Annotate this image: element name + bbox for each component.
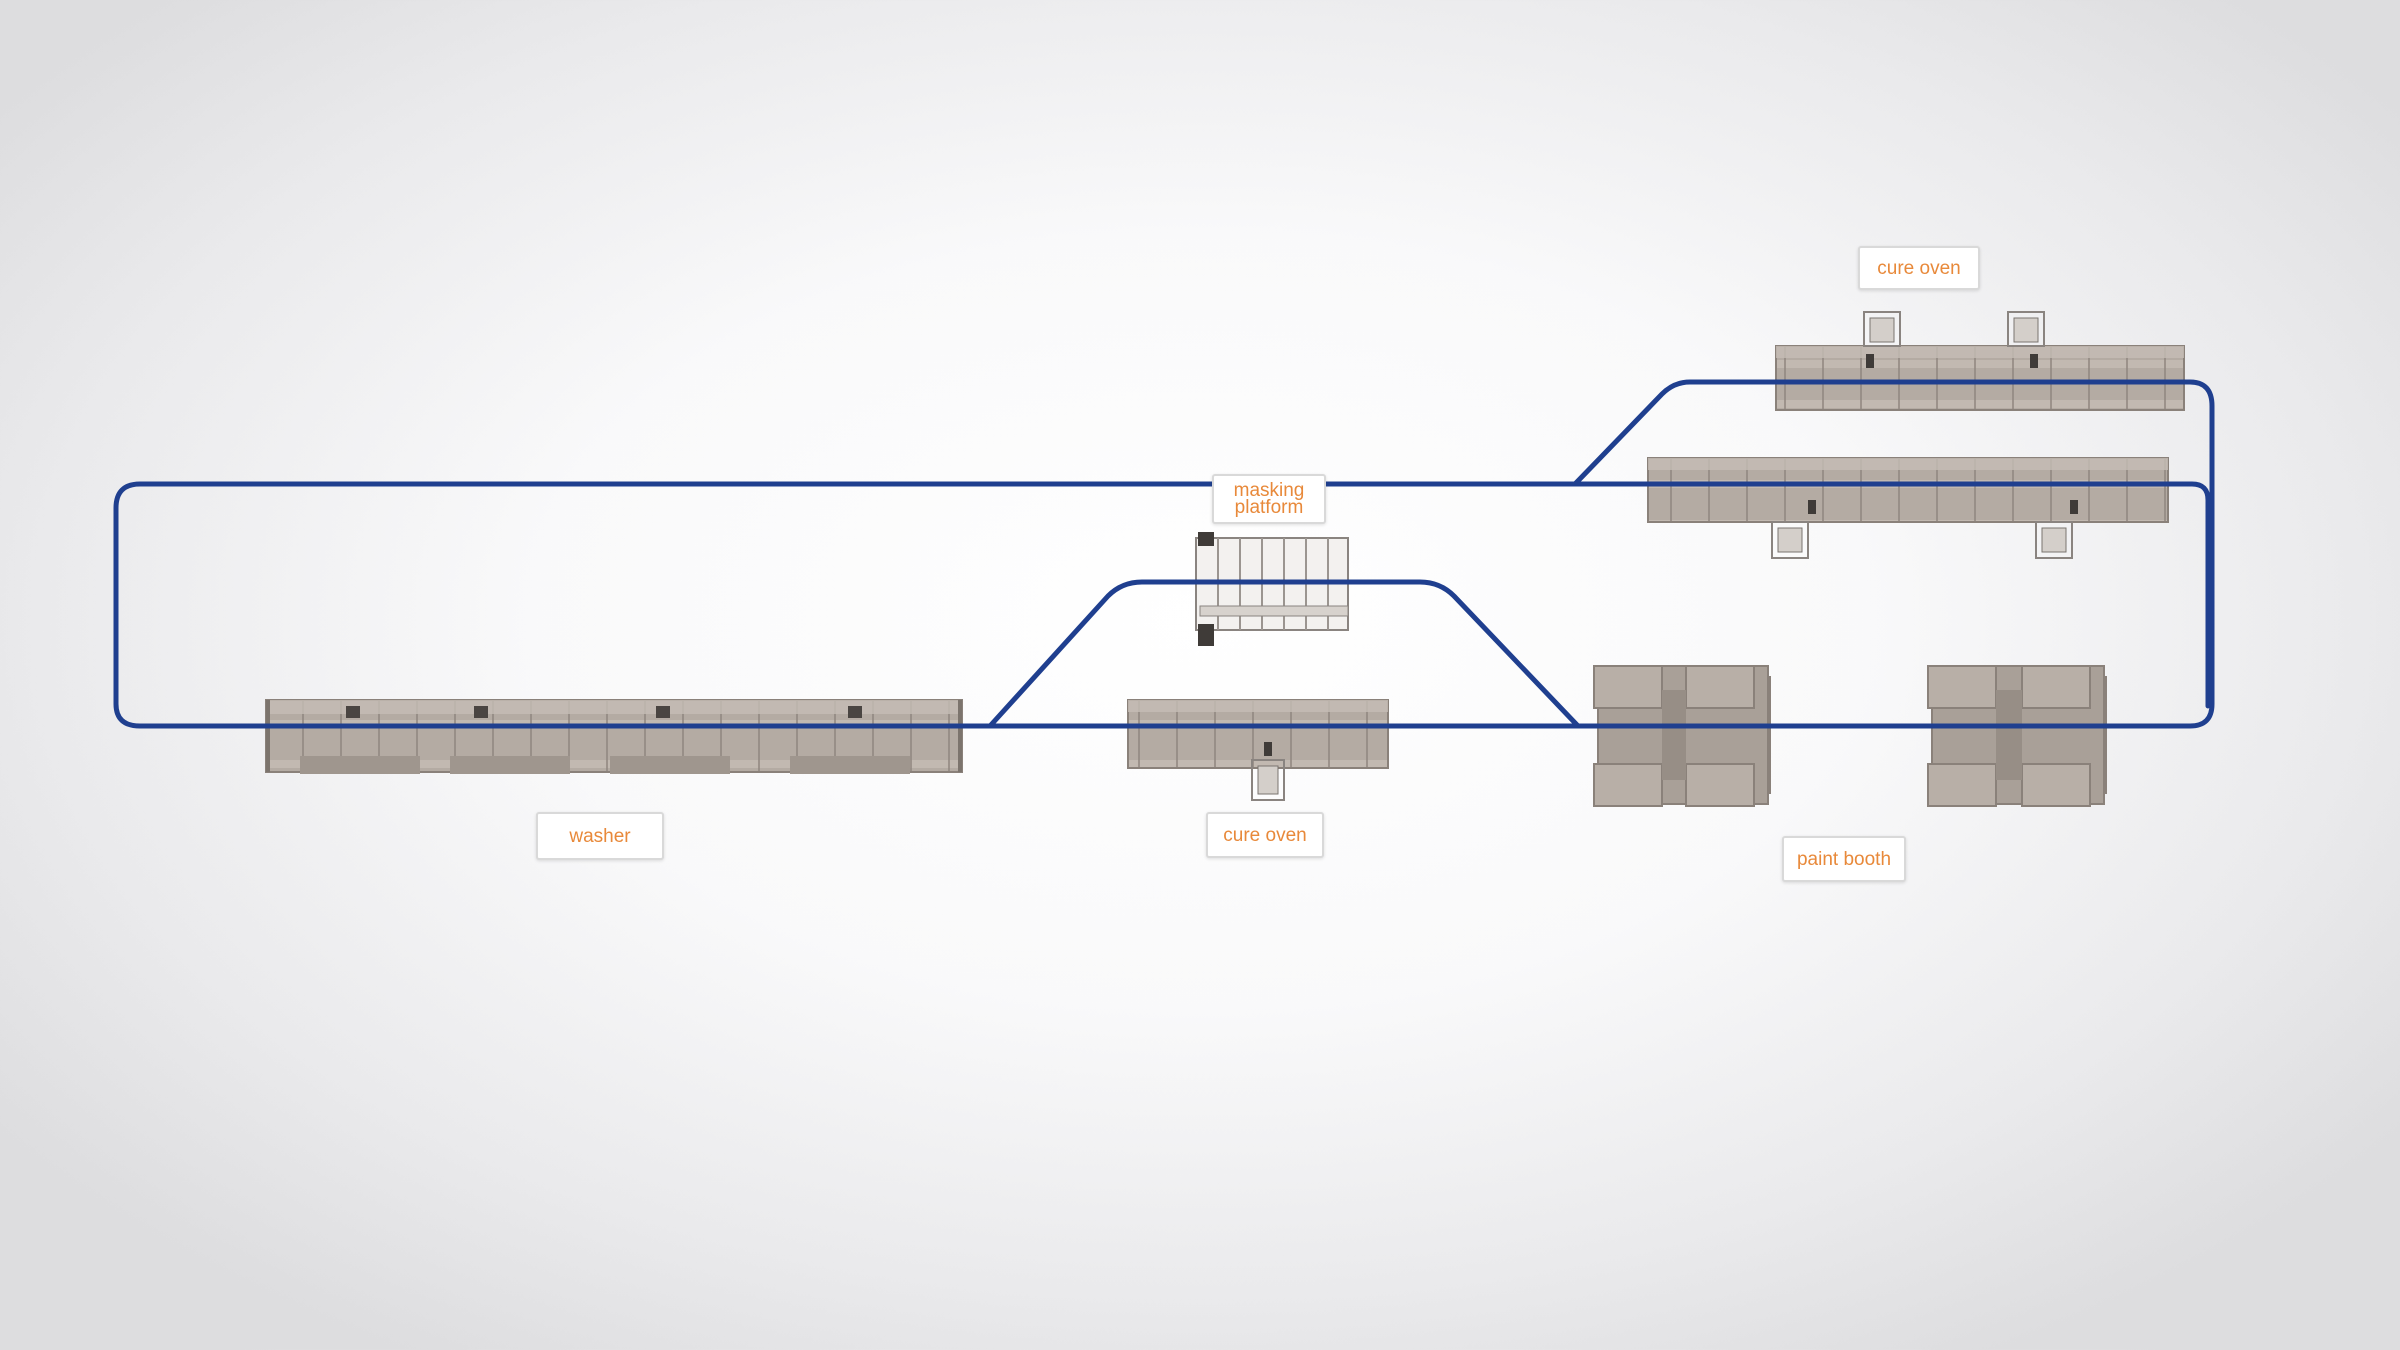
cure-oven-top-equipment-lower <box>1647 457 2169 559</box>
cure-oven-top-equipment-upper <box>1775 311 2185 411</box>
label-paint-booth: paint booth <box>1782 836 1906 882</box>
paint-booth-equipment-1 <box>1593 665 1771 807</box>
label-washer: washer <box>536 812 664 860</box>
conveyor-main-loop <box>113 379 2215 729</box>
conveyor-right-inner-loop <box>1572 481 2211 709</box>
cure-oven-bottom-equipment <box>1127 699 1389 801</box>
label-masking-platform: masking platform <box>1212 474 1326 524</box>
conveyor-track <box>113 379 2215 729</box>
conveyor-masking-bypass <box>987 579 1581 729</box>
masking-platform-equipment <box>1195 532 1349 646</box>
label-cure-oven-bottom: cure oven <box>1206 812 1324 858</box>
paint-booth-equipment-2 <box>1927 665 2107 807</box>
washer-equipment <box>265 699 963 774</box>
label-cure-oven-top: cure oven <box>1858 246 1980 290</box>
